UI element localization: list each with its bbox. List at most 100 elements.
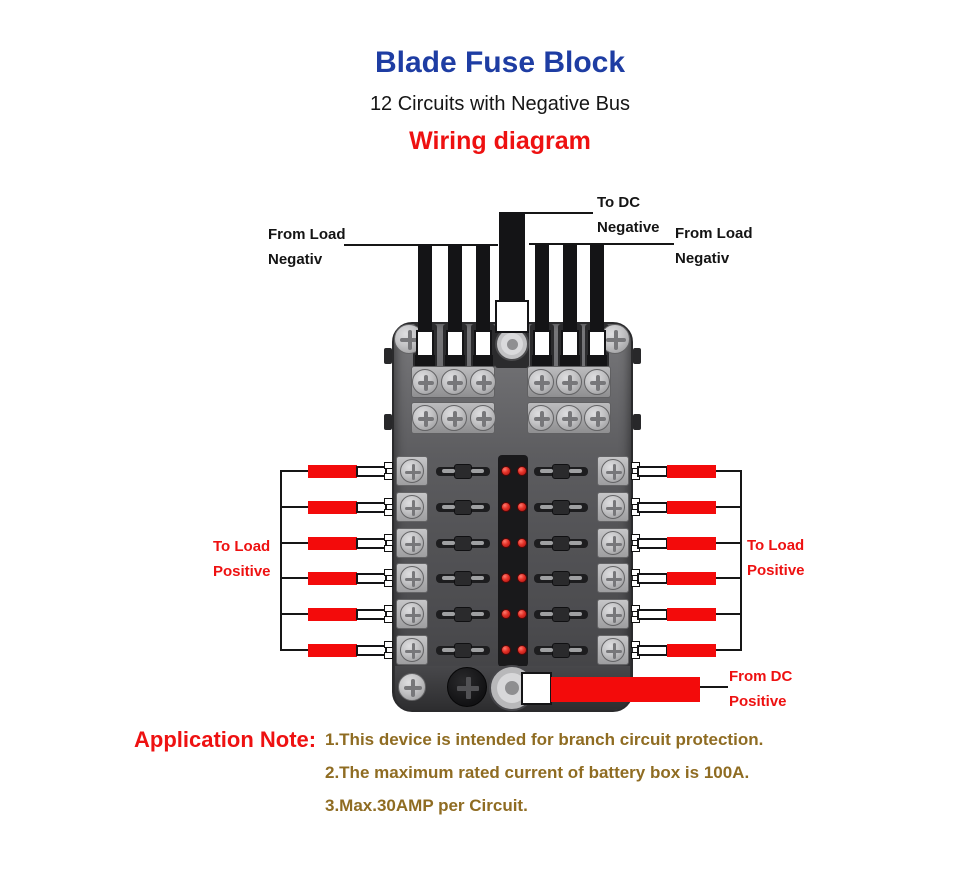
load-wire-red: [308, 500, 357, 514]
screw-slot: [411, 643, 415, 659]
terminal-clip: [631, 545, 640, 552]
screw-slot: [612, 571, 616, 587]
application-note-item: 3.Max.30AMP per Circuit.: [325, 796, 528, 815]
blade-fuse-body: [552, 642, 570, 658]
fuse-contact: [442, 541, 455, 545]
fuse-contact: [540, 469, 553, 473]
fuse-contact: [442, 612, 455, 616]
bus-screw: [470, 369, 496, 395]
bus-screw: [441, 405, 467, 431]
screw-slot: [568, 374, 572, 392]
terminal-clip: [384, 605, 393, 612]
label-line: Negativ: [675, 250, 730, 267]
wire-ferrule: [356, 644, 387, 656]
blade-fuse-body: [454, 535, 472, 551]
wire-link-line: [716, 542, 741, 544]
wire-ferrule: [356, 537, 387, 549]
label-line: From Load: [675, 225, 753, 242]
label-line: From DC: [729, 668, 793, 685]
bus-screw: [556, 369, 582, 395]
side-tab: [384, 348, 392, 364]
terminal-clip: [384, 534, 393, 541]
screw-slot: [411, 536, 415, 552]
load-wire-red: [667, 571, 716, 585]
load-wire-red: [667, 607, 716, 621]
fuse-contact: [540, 648, 553, 652]
indicator-led: [500, 573, 511, 583]
fuse-contact: [471, 469, 484, 473]
wire-clip: [532, 355, 552, 366]
pointer-line: [700, 686, 728, 688]
indicator-led: [500, 466, 511, 476]
negative-stud-hole: [506, 338, 518, 350]
indicator-led: [516, 609, 527, 619]
screw-slot: [424, 410, 428, 428]
application-note-item: 1.This device is intended for branch cir…: [325, 730, 764, 749]
positive-mark: [447, 667, 487, 707]
fuse-terminal-screw: [601, 566, 625, 590]
bus-screw: [412, 369, 438, 395]
wire-ferrule: [356, 501, 387, 513]
label-from-dc-positive: From DC Positive: [729, 664, 792, 714]
screw-slot: [482, 410, 486, 428]
fuse-contact: [442, 505, 455, 509]
blade-fuse-body: [552, 606, 570, 622]
wire-ferrule: [637, 465, 668, 477]
indicator-led: [500, 645, 511, 655]
wire-link-line: [716, 613, 741, 615]
page-subtitle: 12 Circuits with Negative Bus: [369, 93, 631, 115]
load-wire-red: [308, 464, 357, 478]
terminal-clip: [384, 509, 393, 516]
bus-link-line: [740, 470, 742, 651]
side-tab: [633, 348, 641, 364]
side-tab: [633, 414, 641, 430]
wire-link-line: [281, 577, 308, 579]
indicator-led: [500, 538, 511, 548]
fuse-contact: [471, 505, 484, 509]
negative-wire: [418, 244, 432, 332]
wire-clip: [415, 355, 435, 366]
fuse-contact: [569, 612, 582, 616]
negative-wire: [448, 244, 462, 332]
bus-screw: [412, 405, 438, 431]
label-from-load-negative-left: From Load Negativ: [268, 222, 346, 272]
bus-screw: [528, 369, 554, 395]
wire-clip: [560, 355, 580, 366]
screw-slot: [596, 374, 600, 392]
label-line: From Load: [268, 226, 346, 243]
screw-slot: [540, 410, 544, 428]
wire-clip: [473, 355, 493, 366]
blade-fuse-body: [552, 499, 570, 515]
label-line: Negativ: [268, 251, 323, 268]
blade-fuse-body: [454, 642, 472, 658]
fuse-terminal-screw: [400, 459, 424, 483]
wire-ferrule: [561, 330, 579, 357]
fuse-contact: [471, 648, 484, 652]
load-wire-red: [667, 643, 716, 657]
fuse-contact: [569, 648, 582, 652]
label-to-dc-negative: To DC Negative: [597, 190, 660, 240]
terminal-clip: [384, 641, 393, 648]
label-line: To Load: [213, 538, 271, 555]
load-wire-red: [308, 607, 357, 621]
screw-slot: [408, 330, 412, 350]
indicator-led: [516, 466, 527, 476]
fuse-terminal-screw: [400, 566, 424, 590]
fuse-terminal-screw: [400, 495, 424, 519]
label-to-load-positive-right: To Load Positive: [747, 533, 805, 583]
fuse-terminal-screw: [601, 459, 625, 483]
screw-slot: [424, 374, 428, 392]
wire-link-line: [281, 542, 308, 544]
screw-slot: [612, 464, 616, 480]
fuse-contact: [569, 469, 582, 473]
dc-positive-wire: [551, 677, 700, 702]
fuse-contact: [569, 541, 582, 545]
wire-ferrule: [416, 330, 434, 357]
screw-slot: [482, 374, 486, 392]
terminal-clip: [631, 616, 640, 623]
fuse-contact: [569, 505, 582, 509]
plus-symbol-icon: [465, 677, 471, 699]
screw-slot: [411, 678, 415, 698]
